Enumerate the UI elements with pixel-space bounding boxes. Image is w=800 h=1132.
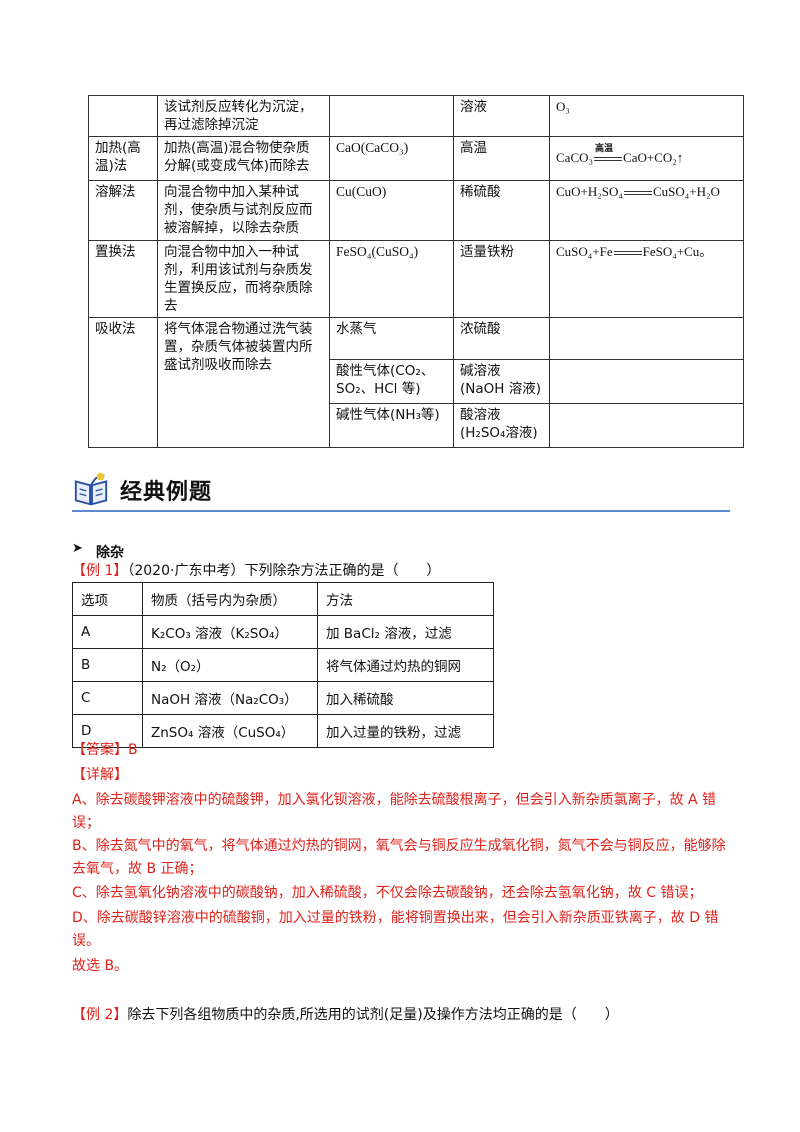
equation-right: CaO+CO₂↑ — [623, 150, 684, 165]
example1-text: （2020·广东中考）下列除杂方法正确的是（ ） — [127, 563, 441, 579]
equation-cell — [549, 359, 744, 404]
equation-left: CuSO₄+Fe — [556, 244, 613, 259]
desc-cell: 向混合物中加入一种试剂，利用该试剂与杂质发生置换反应，而将杂质除去 — [157, 240, 330, 318]
equation-right: FeSO₄+Cu。 — [642, 244, 713, 259]
desc-cell: 该试剂反应转化为沉淀，再过滤除掉沉淀 — [157, 95, 330, 137]
example1-answer: 【答案】B — [72, 742, 138, 758]
equals-sign — [613, 251, 642, 256]
desc-cell: 加热(高温)混合物使杂质分解(或变成气体)而除去 — [157, 136, 330, 181]
section-heading: 经典例题 — [72, 468, 732, 514]
equation-cell — [549, 317, 744, 360]
substance-cell: FeSO₄(CuSO₄) — [329, 240, 454, 318]
subtitle: 除杂 — [96, 545, 124, 561]
equals-sign — [623, 191, 652, 196]
equation-right: CuSO₄+H₂O — [652, 184, 720, 199]
example2-tag: 【例 2】 — [72, 1007, 128, 1023]
reagent-cell: 碱溶液(NaOH 溶液) — [453, 359, 550, 404]
option-cell: B — [72, 648, 143, 682]
equals-sign — [594, 157, 623, 162]
method-cell: 加入稀硫酸 — [317, 681, 494, 715]
method-cell — [88, 95, 158, 137]
method-cell: 溶解法 — [88, 180, 158, 241]
table-row: B N₂（O₂） 将气体通过灼热的铜网 — [72, 648, 494, 682]
equation-cell — [549, 403, 744, 448]
desc-cell: 将气体混合物通过洗气装置，杂质气体被装置内所盛试剂吸收而除去 — [157, 317, 330, 448]
desc-cell: 向混合物中加入某种试剂，使杂质与试剂反应而被溶解掉，以除去杂质 — [157, 180, 330, 241]
substance-cell: CaO(CaCO₃) — [329, 136, 454, 181]
example2-text: 除去下列各组物质中的杂质,所选用的试剂(足量)及操作方法均正确的是（ ） — [127, 1007, 619, 1023]
example1-question: 【例 1】（2020·广东中考）下列除杂方法正确的是（ ） — [72, 560, 440, 580]
substance-cell — [329, 95, 454, 137]
method-cell: 吸收法 — [88, 317, 158, 448]
header-cell: 选项 — [72, 582, 143, 616]
reagent-cell: 稀硫酸 — [453, 180, 550, 241]
substance-cell: 酸性气体(CO₂、SO₂、HCl 等) — [329, 359, 454, 404]
explanation-b: B、除去氮气中的氧气，将气体通过灼热的铜网，氧气会与铜反应生成氧化铜，氮气不会与… — [72, 838, 726, 877]
equation-condition: 高温 — [595, 144, 614, 154]
substance-cell: K₂CO₃ 溶液（K₂SO₄） — [142, 615, 318, 649]
table-row: D ZnSO₄ 溶液（CuSO₄） 加入过量的铁粉，过滤 — [72, 714, 494, 748]
method-cell: 置换法 — [88, 240, 158, 318]
substance-cell: Cu(CuO) — [329, 180, 454, 241]
table-row: 吸收法 将气体混合物通过洗气装置，杂质气体被装置内所盛试剂吸收而除去 水蒸气 浓… — [88, 317, 744, 448]
section-divider — [72, 510, 730, 512]
method-table: 该试剂反应转化为沉淀，再过滤除掉沉淀 溶液 O₃ 加热(高温)法 加热(高温)混… — [88, 95, 744, 448]
explanation-a: A、除去碳酸钾溶液中的硫酸钾，加入氯化钡溶液，能除去硫酸根离子，但会引入新杂质氯… — [72, 792, 717, 831]
table-row: 置换法 向混合物中加入一种试剂，利用该试剂与杂质发生置换反应，而将杂质除去 Fe… — [88, 240, 744, 318]
table-row: 酸性气体(CO₂、SO₂、HCl 等) 碱溶液(NaOH 溶液) — [89, 359, 744, 404]
header-cell: 物质（括号内为杂质） — [142, 582, 318, 616]
reagent-cell: 适量铁粉 — [453, 240, 550, 318]
table-header-row: 选项 物质（括号内为杂质） 方法 — [72, 582, 494, 616]
table-row: 该试剂反应转化为沉淀，再过滤除掉沉淀 溶液 O₃ — [88, 95, 744, 137]
table-row: 溶解法 向混合物中加入某种试剂，使杂质与试剂反应而被溶解掉，以除去杂质 Cu(C… — [88, 180, 744, 241]
method-cell: 将气体通过灼热的铜网 — [317, 648, 494, 682]
table-row: C NaOH 溶液（Na₂CO₃） 加入稀硫酸 — [72, 681, 494, 715]
arrow-bullet-icon: ➤ — [72, 541, 83, 556]
equation-cell: O₃ — [549, 95, 744, 137]
equation-left: CaCO₃ — [556, 150, 594, 165]
table-row: 碱性气体(NH₃等) 酸溶液(H₂SO₄溶液) — [89, 403, 744, 448]
option-cell: A — [72, 615, 143, 649]
reagent-cell: 酸溶液(H₂SO₄溶液) — [453, 403, 550, 448]
example1-detail-label: 【详解】 — [72, 767, 128, 783]
section-title: 经典例题 — [120, 480, 213, 505]
explanation-d: D、除去碳酸锌溶液中的硫酸铜，加入过量的铁粉，能将铜置换出来，但会引入新杂质亚铁… — [72, 910, 719, 949]
method-cell: 加热(高温)法 — [88, 136, 158, 181]
equation-cell: CuSO₄+Fe FeSO₄+Cu。 — [549, 240, 744, 318]
example1-tag: 【例 1】 — [72, 563, 128, 579]
table-row: A K₂CO₃ 溶液（K₂SO₄） 加 BaCl₂ 溶液，过滤 — [72, 615, 494, 649]
reagent-cell: 浓硫酸 — [453, 317, 550, 360]
equation-cell: CuO+H₂SO₄ CuSO₄+H₂O — [549, 180, 744, 241]
header-cell: 方法 — [317, 582, 494, 616]
method-cell: 加 BaCl₂ 溶液，过滤 — [317, 615, 494, 649]
example1-table: 选项 物质（括号内为杂质） 方法 A K₂CO₃ 溶液（K₂SO₄） 加 BaC… — [72, 582, 494, 748]
reagent-cell: 溶液 — [453, 95, 550, 137]
method-cell: 加入过量的铁粉，过滤 — [317, 714, 494, 748]
substance-cell: N₂（O₂） — [142, 648, 318, 682]
book-icon — [74, 472, 108, 506]
explanation-c: C、除去氢氧化钠溶液中的碳酸钠，加入稀硫酸，不仅会除去碳酸钠，还会除去氢氧化钠，… — [72, 885, 703, 901]
table-row: 加热(高温)法 加热(高温)混合物使杂质分解(或变成气体)而除去 CaO(CaC… — [88, 136, 744, 181]
example2-question: 【例 2】除去下列各组物质中的杂质,所选用的试剂(足量)及操作方法均正确的是（ … — [72, 1004, 619, 1024]
substance-cell: NaOH 溶液（Na₂CO₃） — [142, 681, 318, 715]
substance-cell: 水蒸气 — [329, 317, 454, 360]
equation-left: CuO+H₂SO₄ — [556, 184, 623, 199]
example1-conclusion: 故选 B。 — [72, 958, 129, 974]
option-cell: C — [72, 681, 143, 715]
substance-cell: 碱性气体(NH₃等) — [329, 403, 454, 448]
reagent-cell: 高温 — [453, 136, 550, 181]
substance-cell: ZnSO₄ 溶液（CuSO₄） — [142, 714, 318, 748]
